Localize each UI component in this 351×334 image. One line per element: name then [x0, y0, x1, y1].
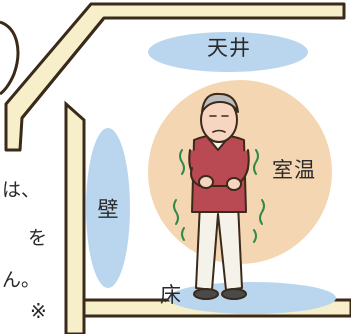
wall-cold-zone: [86, 128, 130, 288]
shiver-marks: [173, 149, 265, 243]
shivering-person-icon: [188, 92, 250, 300]
wall-label: 壁: [95, 198, 119, 220]
note-mark: ※: [30, 299, 47, 323]
cropped-text-line2: を: [28, 227, 48, 249]
cropped-text-line1: は、: [2, 179, 41, 201]
cropped-circle-shape: [0, 20, 20, 96]
floor-label: 床: [160, 283, 182, 307]
floor-cold-zone: [168, 282, 336, 314]
ceiling-cold-zone: [148, 32, 308, 72]
room-temperature-label: 室温: [272, 158, 316, 182]
cropped-text-line3: ん。: [2, 269, 41, 291]
ceiling-label: 天井: [207, 36, 251, 60]
